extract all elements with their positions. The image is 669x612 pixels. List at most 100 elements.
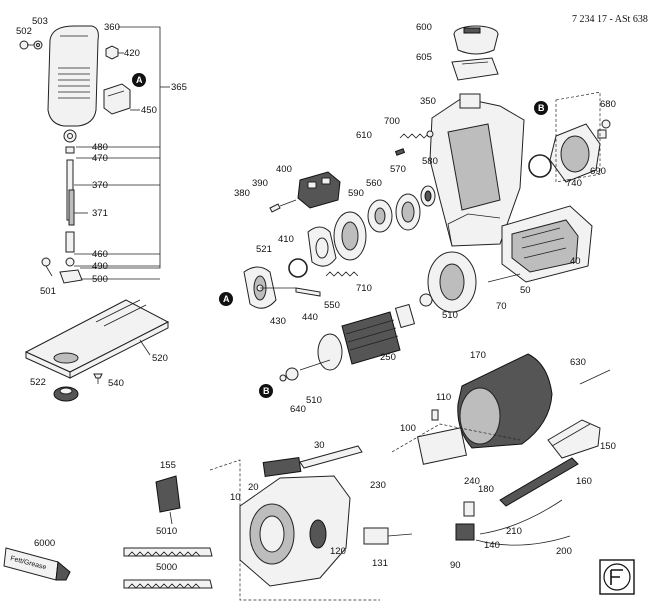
label-501: 501: [40, 286, 56, 297]
lever-400: [297, 171, 341, 209]
label-520: 520: [152, 353, 168, 364]
label-700: 700: [384, 116, 400, 127]
lead-200: [475, 535, 571, 546]
cover-20: [262, 456, 302, 478]
grease-tube-6000: Fett/Grease: [3, 547, 71, 581]
label-640: 640: [290, 404, 306, 415]
label-371: 371: [92, 208, 108, 219]
label-5000: 5000: [156, 562, 177, 573]
switch-100: [416, 427, 468, 465]
cable-grip-150: [547, 419, 601, 459]
label-240: 240: [464, 476, 480, 487]
svg-text:A: A: [136, 75, 143, 85]
label-40: 40: [570, 256, 581, 267]
label-250: 250: [380, 352, 396, 363]
ring-490: [65, 257, 75, 267]
label-430: 430: [270, 316, 286, 327]
lead-210: [479, 499, 563, 535]
label-131: 131: [372, 558, 388, 569]
bearing-560: [367, 199, 393, 233]
label-90: 90: [450, 560, 461, 571]
screw-550: [295, 287, 321, 297]
field-40: [501, 205, 593, 283]
screw-501: [41, 257, 53, 277]
svg-text:B: B: [538, 103, 545, 113]
label-580: 580: [422, 156, 438, 167]
motor-housing-170: [457, 353, 553, 449]
label-70: 70: [496, 301, 507, 312]
knob-522: [53, 386, 79, 402]
spring-110: [431, 409, 439, 421]
label-100: 100: [400, 423, 416, 434]
bracket-365: [80, 26, 161, 269]
label-380: 380: [234, 188, 250, 199]
label-390: 390: [252, 178, 268, 189]
screw-380: [269, 203, 281, 213]
label-155: 155: [160, 460, 176, 471]
speed-knob-600: [453, 25, 499, 55]
label-490: 490: [92, 261, 108, 272]
gear-570: [395, 193, 421, 231]
washer-503: [33, 40, 43, 50]
bearing-580: [420, 185, 436, 207]
base-plate-520: [24, 299, 170, 379]
label-440: 440: [302, 312, 318, 323]
label-740: 740: [566, 178, 582, 189]
label-522: 522: [30, 377, 46, 388]
label-365: 365: [171, 82, 187, 93]
pendulum-430: [243, 266, 277, 309]
label-370: 370: [92, 180, 108, 191]
plug-155: [155, 475, 181, 525]
spring-710: [325, 271, 359, 277]
label-605: 605: [416, 52, 432, 63]
label-710: 710: [356, 283, 372, 294]
pin-610: [394, 148, 406, 156]
screw-50: [487, 273, 521, 283]
label-610: 610: [356, 130, 372, 141]
label-50: 50: [520, 285, 531, 296]
label-160: 160: [576, 476, 592, 487]
capacitor-120: [363, 527, 413, 545]
label-30: 30: [314, 440, 325, 451]
label-410: 410: [278, 234, 294, 245]
cover-30: [299, 445, 363, 469]
badge-b-top: B: [534, 101, 548, 115]
badge-a-mid: A: [219, 292, 233, 306]
svg-text:B: B: [263, 386, 270, 396]
label-680: 680: [600, 99, 616, 110]
bearing-plate-590: [333, 211, 367, 261]
label-10: 10: [230, 492, 241, 503]
screw-680: [601, 119, 611, 129]
label-500: 500: [92, 274, 108, 285]
label-450: 450: [141, 105, 157, 116]
badge-a-top: A: [132, 73, 146, 87]
svg-text:A: A: [223, 294, 230, 304]
screw-502: [19, 40, 34, 50]
spring-700: [399, 133, 429, 139]
brush-holder-140: [455, 501, 475, 541]
holder-460: [65, 231, 75, 253]
label-470: 470: [92, 153, 108, 164]
label-480: 480: [92, 142, 108, 153]
gear-housing-360: [47, 25, 99, 127]
label-690: 690: [590, 166, 606, 177]
label-360: 360: [104, 22, 120, 33]
nut-420: [105, 45, 119, 60]
label-6000: 6000: [34, 538, 55, 549]
rod-371: [68, 189, 75, 226]
label-120: 120: [330, 546, 346, 557]
bearing-510: [419, 293, 433, 307]
saw-blade-5000: [123, 579, 213, 589]
label-460: 460: [92, 249, 108, 260]
label-540: 540: [108, 378, 124, 389]
label-510-a: 510: [442, 310, 458, 321]
label-502: 502: [16, 26, 32, 37]
cam-410: [307, 226, 337, 267]
housing-350: [429, 93, 525, 247]
label-550: 550: [324, 300, 340, 311]
spring-390: [279, 199, 297, 207]
label-210: 210: [506, 526, 522, 537]
label-400: 400: [276, 164, 292, 175]
handle-10: [239, 475, 351, 587]
